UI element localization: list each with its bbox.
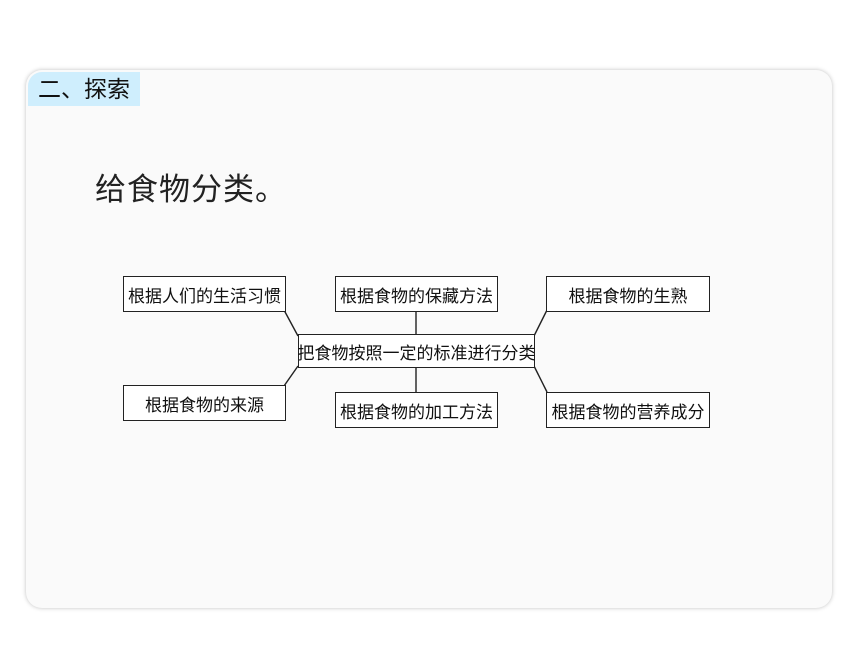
page-heading: 给食物分类。 bbox=[95, 172, 287, 208]
node-cooked: 根据食物的生熟 bbox=[546, 276, 710, 312]
classification-diagram: 根据人们的生活习惯 根据食物的保藏方法 根据食物的生熟 把食物按照一定的标准进行… bbox=[120, 272, 712, 430]
node-habits: 根据人们的生活习惯 bbox=[123, 276, 286, 312]
connector-habits bbox=[283, 309, 299, 337]
node-processing: 根据食物的加工方法 bbox=[335, 392, 498, 428]
connector-cooked bbox=[533, 309, 548, 337]
connector-origin bbox=[283, 365, 299, 387]
node-nutrition: 根据食物的营养成分 bbox=[546, 392, 710, 428]
section-tag: 二、探索 bbox=[28, 72, 140, 106]
node-origin: 根据食物的来源 bbox=[123, 385, 286, 421]
diagram-connectors bbox=[283, 309, 548, 393]
node-storage: 根据食物的保藏方法 bbox=[335, 276, 498, 312]
node-center: 把食物按照一定的标准进行分类 bbox=[298, 334, 536, 368]
connector-nutrition bbox=[533, 365, 548, 393]
